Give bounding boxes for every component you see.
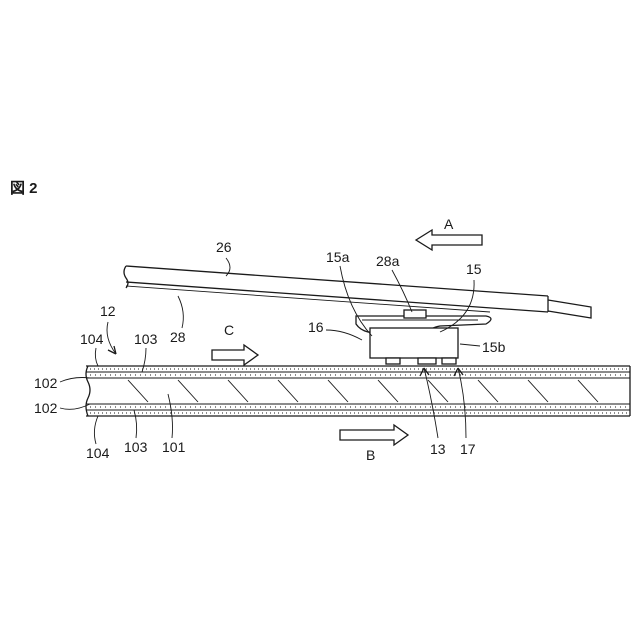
label-16: 16 (308, 319, 324, 335)
label-15: 15 (466, 261, 482, 277)
leader-103-top (142, 348, 146, 372)
leader-103-bottom (134, 410, 137, 438)
arrow-c-shape (212, 345, 258, 365)
clip-28a (404, 310, 426, 318)
label-13: 13 (430, 441, 446, 457)
leader-13 (424, 368, 438, 438)
arm-bottom-edge (126, 282, 548, 312)
arrow-b-label: B (366, 447, 375, 463)
label-104-top: 104 (80, 331, 104, 347)
arm-underside-28 (126, 286, 490, 312)
pad-left (386, 358, 400, 364)
layered-sheet (86, 366, 630, 416)
arm-tip (548, 300, 591, 318)
holder-block (370, 328, 458, 358)
arm-left-break (124, 266, 128, 288)
leader-28 (178, 296, 183, 328)
figure-title: 図 2 (10, 180, 38, 197)
leader-15a (340, 266, 372, 336)
arm-top-edge (126, 266, 548, 296)
arm-26 (124, 266, 591, 318)
label-102-bottom: 102 (34, 400, 58, 416)
label-103-bottom: 103 (124, 439, 148, 455)
holder-15 (356, 310, 491, 364)
arrow-a-label: A (444, 216, 454, 232)
arrow-c: C (212, 322, 258, 365)
label-15a: 15a (326, 249, 350, 265)
sheet-left-break (86, 366, 90, 416)
leader-104-bottom (94, 416, 98, 444)
leader-16 (326, 330, 362, 340)
label-103-top: 103 (134, 331, 158, 347)
label-17: 17 (460, 441, 476, 457)
core-hatching (128, 380, 598, 402)
leader-17 (458, 368, 466, 438)
label-101: 101 (162, 439, 186, 455)
pad-13 (418, 358, 436, 364)
arrow-c-label: C (224, 322, 234, 338)
label-28a: 28a (376, 253, 400, 269)
label-28: 28 (170, 329, 186, 345)
label-104-bottom: 104 (86, 445, 110, 461)
arrow-b-shape (340, 425, 408, 445)
label-12: 12 (100, 303, 116, 319)
arrow-a: A (416, 216, 482, 250)
pad-17 (442, 358, 456, 364)
label-26: 26 (216, 239, 232, 255)
leader-102-top (60, 378, 90, 383)
label-15b: 15b (482, 339, 506, 355)
arrow-b: B (340, 425, 408, 463)
leader-15b (460, 344, 480, 346)
leader-104-top (95, 348, 98, 366)
arrow-a-shape (416, 230, 482, 250)
label-102-top: 102 (34, 375, 58, 391)
